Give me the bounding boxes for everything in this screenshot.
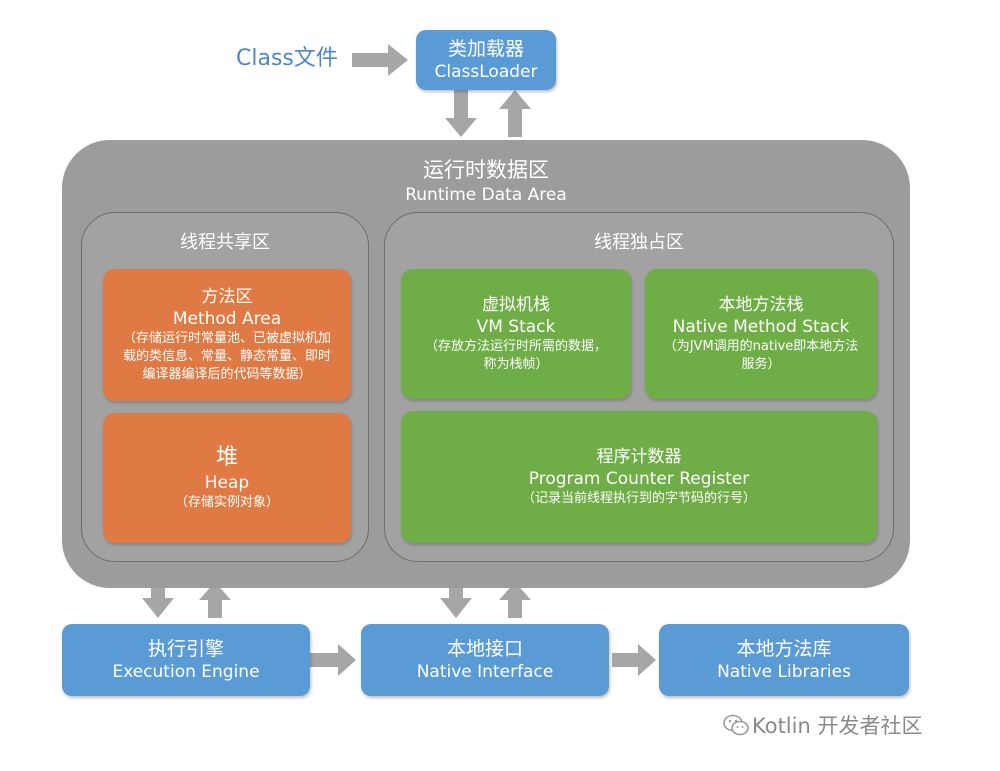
native-libraries-box: 本地方法库 Native Libraries: [659, 624, 909, 696]
vm-stack-note: （存放方法运行时所需的数据，称为栈帧）: [424, 339, 607, 372]
execution-engine-box: 执行引擎 Execution Engine: [62, 624, 310, 696]
program-counter-note: （记录当前线程执行到的字节码的行号）: [521, 491, 756, 506]
vm-stack-box: 虚拟机栈 VM Stack （存放方法运行时所需的数据，称为栈帧）: [401, 269, 631, 399]
heap-cn: 堆: [215, 445, 238, 470]
native-interface-cn: 本地接口: [446, 638, 523, 660]
runtime-title-en: Runtime Data Area: [405, 185, 567, 205]
arrow-native-interface-up-to-runtime: [499, 582, 531, 618]
native-method-stack-en: Native Method Stack: [672, 317, 850, 337]
thread-shared-area: 线程共享区 方法区 Method Area （存储运行时常量池、已被虚拟机加载的…: [81, 212, 369, 562]
method-area-en: Method Area: [172, 309, 282, 329]
private-area-title: 线程独占区: [594, 232, 684, 253]
execution-engine-cn: 执行引擎: [147, 638, 224, 660]
thread-private-area: 线程独占区 虚拟机栈 VM Stack （存放方法运行时所需的数据，称为栈帧） …: [384, 212, 894, 562]
native-method-stack-note: （为JVM调用的native即本地方法服务）: [663, 339, 859, 372]
arrow-runtime-down-to-native-interface: [440, 588, 472, 618]
native-method-stack-cn: 本地方法栈: [718, 295, 804, 315]
arrow-runtime-up-to-classloader: [499, 90, 531, 137]
native-method-stack-box: 本地方法栈 Native Method Stack （为JVM调用的native…: [645, 269, 877, 399]
method-area-note: （存储运行时常量池、已被虚拟机加载的类信息、常量、静态常量、即时编译器编译后的代…: [122, 331, 331, 382]
native-interface-en: Native Interface: [416, 662, 554, 682]
watermark-text: Kotlin 开发者社区: [752, 714, 923, 738]
program-counter-en: Program Counter Register: [528, 469, 750, 489]
arrow-classloader-down: [445, 90, 477, 137]
wechat-icon: [723, 714, 749, 736]
classloader-en: ClassLoader: [434, 62, 538, 82]
execution-engine-en: Execution Engine: [112, 662, 260, 682]
shared-area-title: 线程共享区: [180, 232, 270, 253]
native-libraries-cn: 本地方法库: [736, 638, 832, 660]
native-libraries-en: Native Libraries: [717, 662, 851, 682]
vm-stack-en: VM Stack: [476, 317, 556, 337]
program-counter-cn: 程序计数器: [596, 447, 682, 467]
heap-en: Heap: [204, 473, 250, 493]
arrow-engine-to-native-interface: [310, 644, 356, 676]
class-file-label: Class文件: [236, 46, 338, 71]
classloader-box: 类加载器 ClassLoader: [416, 30, 556, 90]
runtime-data-area: 运行时数据区 Runtime Data Area 线程共享区 方法区 Metho…: [62, 140, 910, 588]
program-counter-box: 程序计数器 Program Counter Register （记录当前线程执行…: [401, 411, 877, 543]
native-interface-box: 本地接口 Native Interface: [361, 624, 609, 696]
heap-note: （存储实例对象）: [174, 495, 279, 510]
classloader-cn: 类加载器: [447, 38, 524, 60]
method-area-cn: 方法区: [201, 287, 253, 307]
arrow-engine-up-to-runtime: [199, 582, 231, 618]
method-area-box: 方法区 Method Area （存储运行时常量池、已被虚拟机加载的类信息、常量…: [103, 269, 351, 401]
arrow-classfile-to-classloader: [352, 44, 408, 76]
heap-box: 堆 Heap （存储实例对象）: [103, 413, 351, 543]
runtime-title-cn: 运行时数据区: [423, 158, 549, 182]
arrow-runtime-down-to-engine: [142, 588, 174, 618]
vm-stack-cn: 虚拟机栈: [482, 295, 550, 315]
arrow-native-interface-to-libraries: [612, 644, 656, 676]
